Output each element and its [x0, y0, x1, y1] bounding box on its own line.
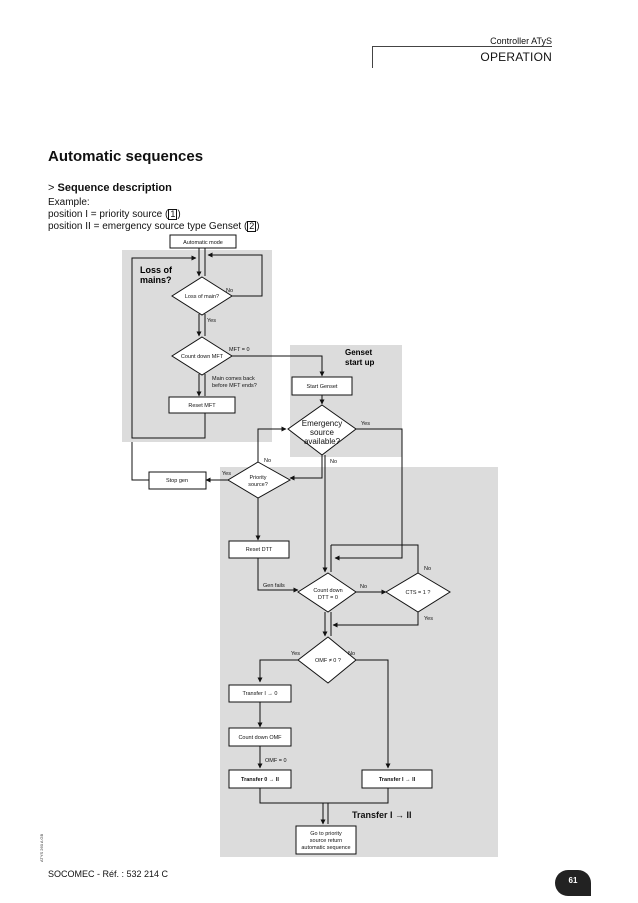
edge-label-no: No	[330, 459, 337, 465]
edge-label-yes: Yes	[361, 421, 370, 427]
region-title-part: Loss of	[140, 265, 173, 275]
intro-text-segment: )	[256, 221, 260, 232]
edge-label-no: No	[264, 458, 271, 464]
intro-text: Example: position I = priority source (1…	[48, 197, 260, 233]
node-transfer-i-0	[228, 684, 292, 703]
edge-label-mft-zero: MFT = 0	[229, 347, 250, 353]
node-count-down-omf	[228, 727, 292, 747]
edge-label-part: before MFT ends?	[212, 383, 257, 389]
node-label: Transfer 0 → II	[241, 777, 279, 783]
node-label: Transfer I → 0	[243, 691, 278, 697]
node-label: CTS = 1 ?	[406, 590, 431, 596]
node-label: OMF ≠ 0 ?	[315, 658, 341, 664]
intro-text-segment: position I = priority source (	[48, 209, 169, 220]
node-label: Stop gen	[166, 478, 188, 484]
intro-line-emergency: position II = emergency source type Gens…	[48, 221, 260, 233]
edge-label-no: No	[360, 584, 367, 590]
edge-label-omf-zero: OMF = 0	[265, 758, 287, 764]
edge-label-yes: Yes	[222, 471, 231, 477]
node-reset-dtt	[228, 540, 290, 559]
edge-label-yes: Yes	[207, 318, 216, 324]
decision-loss-of-main	[171, 276, 233, 316]
side-reference: ATYS 260 A GB	[39, 833, 44, 862]
edge-label-no: No	[226, 288, 233, 294]
intro-line-example: Example:	[48, 197, 90, 208]
decision-cts	[385, 572, 451, 613]
node-label-part: Priority	[249, 475, 266, 481]
node-label-part: automatic sequence	[301, 845, 350, 851]
transfer-i-ii-label: Transfer I → II	[352, 810, 412, 820]
region-title-part: mains?	[140, 275, 172, 285]
edge-label-no: No	[424, 566, 431, 572]
page-number: 61	[555, 870, 591, 896]
subtitle-text: Sequence description	[57, 182, 172, 194]
node-label: Reset MFT	[188, 403, 216, 409]
node-label-part: source?	[248, 482, 268, 488]
region-title-part: Genset	[345, 348, 372, 357]
node-transfer-i-ii	[361, 769, 433, 789]
source-number-box: 2	[247, 221, 257, 232]
edge-label-yes: Yes	[424, 616, 433, 622]
header-rule	[372, 46, 552, 47]
subtitle-marker: >	[48, 182, 55, 194]
edge-label-part: Main comes back	[212, 376, 255, 382]
region-title-part: start up	[345, 358, 374, 367]
decision-count-down-dtt	[297, 572, 357, 613]
section-title: OPERATION	[480, 50, 552, 64]
edge-label-yes: Yes	[291, 651, 300, 657]
node-label-part: source return	[310, 838, 342, 844]
node-label: Automatic mode	[183, 240, 223, 246]
decision-count-down-mft	[171, 336, 233, 376]
decision-emergency-available	[287, 404, 357, 456]
node-reset-mft	[168, 396, 236, 414]
node-label-part: Emergency	[302, 419, 342, 428]
node-label: Start Genset	[307, 384, 338, 390]
intro-text-segment: position II = emergency source type Gens…	[48, 221, 248, 232]
node-label: Reset DTT	[246, 547, 273, 553]
region-transfer	[220, 467, 498, 857]
header-rule-vertical	[372, 46, 373, 68]
node-goto-priority	[295, 825, 357, 855]
node-label-part: Count down	[313, 588, 342, 594]
node-label-part: available?	[304, 437, 341, 446]
node-transfer-0-ii	[228, 769, 292, 789]
node-label-part: source	[310, 428, 335, 437]
edge-label-no: No	[348, 651, 355, 657]
node-stop-gen	[148, 471, 207, 490]
node-start-genset	[291, 376, 353, 396]
node-label: Transfer I → II	[379, 777, 416, 783]
intro-text-segment: )	[177, 209, 181, 220]
intro-line-priority: position I = priority source (1)	[48, 209, 260, 221]
decision-priority-source	[227, 461, 292, 499]
decision-omf	[297, 636, 357, 684]
node-label: Loss of main?	[185, 294, 219, 300]
footer-reference: SOCOMEC - Réf. : 532 214 C	[48, 869, 169, 879]
node-label-part: DTT = 0	[318, 595, 338, 601]
node-label: Count down OMF	[238, 735, 282, 741]
node-automatic-mode	[169, 234, 237, 249]
node-label-part: Go to priority	[310, 831, 342, 837]
page-title: Automatic sequences	[48, 148, 204, 165]
product-name: Controller ATyS	[490, 36, 552, 46]
source-number-box: 1	[168, 209, 178, 220]
section-subtitle: > Sequence description	[48, 182, 172, 194]
edge-label-gen-fails: Gen fails	[263, 583, 285, 589]
node-label: Count down MFT	[181, 354, 224, 360]
